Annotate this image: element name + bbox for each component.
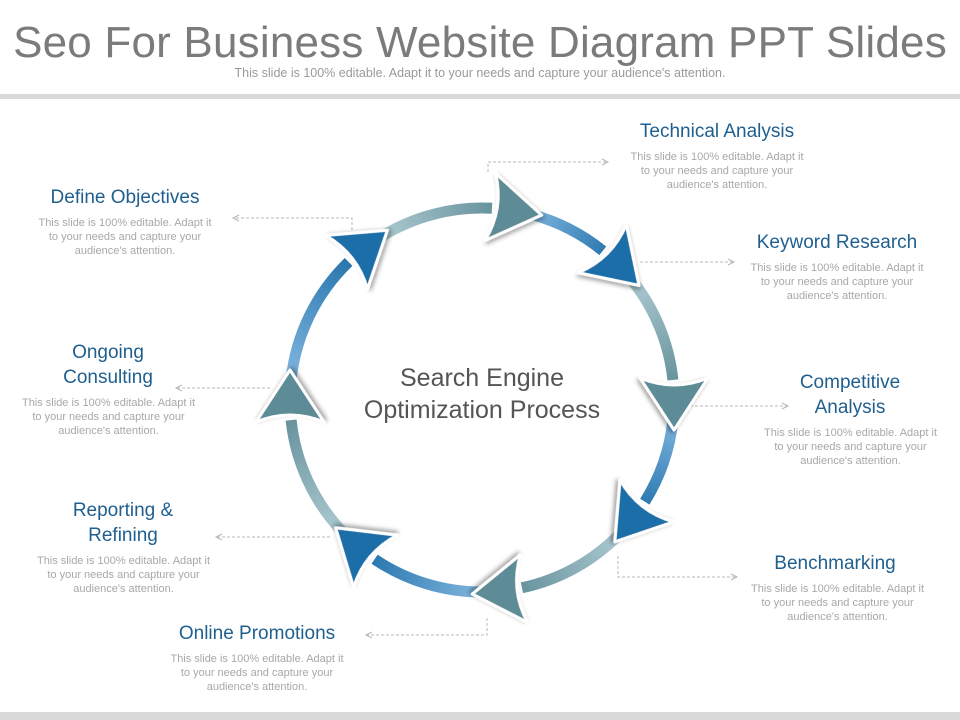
footer-bar xyxy=(0,712,960,720)
connector-arrow-tip xyxy=(214,533,223,541)
step-description: This slide is 100% editable. Adapt it to… xyxy=(36,555,211,595)
step-description: This slide is 100% editable. Adapt it to… xyxy=(750,262,924,302)
ring-segment xyxy=(285,257,353,381)
connector-arrow-tip xyxy=(730,573,739,581)
connector-line xyxy=(617,556,737,578)
ring-segment xyxy=(530,209,607,256)
connector-arrow-tip xyxy=(231,214,240,222)
step-title: Benchmarking xyxy=(774,553,896,574)
center-label: Search Engine Optimization Process xyxy=(340,362,624,426)
step-description: This slide is 100% editable. Adapt it to… xyxy=(750,583,925,623)
step-description: This slide is 100% editable. Adapt it to… xyxy=(21,397,196,437)
center-line-2: Optimization Process xyxy=(363,396,601,424)
step-description: This slide is 100% editable. Adapt it to… xyxy=(763,427,938,467)
ring-segment xyxy=(626,275,679,381)
step-title: Ongoing Consulting xyxy=(63,342,153,388)
ring-segment xyxy=(640,419,679,505)
step-description: This slide is 100% editable. Adapt it to… xyxy=(170,653,344,693)
cycle-arrowhead xyxy=(324,228,389,291)
step-title: Define Objectives xyxy=(50,187,200,208)
connector-arrow-tip xyxy=(174,384,183,392)
step-define-objectives: Define Objectives This slide is 100% edi… xyxy=(30,185,220,258)
step-description: This slide is 100% editable. Adapt it to… xyxy=(38,217,212,257)
cycle-arrowhead xyxy=(613,478,676,544)
step-title: Keyword Research xyxy=(756,232,918,253)
step-reporting-refining: Reporting & Refining This slide is 100% … xyxy=(37,498,210,596)
center-line-1: Search Engine xyxy=(399,364,564,392)
step-ongoing-consulting: Ongoing Consulting This slide is 100% ed… xyxy=(22,340,195,438)
step-title: Technical Analysis xyxy=(639,121,795,142)
step-description: This slide is 100% editable. Adapt it to… xyxy=(630,151,804,191)
step-competitive-analysis: Competitive Analysis This slide is 100% … xyxy=(764,370,937,468)
cycle-arrowhead xyxy=(576,223,641,287)
ring-segment xyxy=(520,529,625,594)
connector-line xyxy=(487,161,608,172)
step-title: Reporting & Refining xyxy=(72,500,174,546)
slide-subtitle: This slide is 100% editable. Adapt it to… xyxy=(234,66,726,80)
slide-title: Seo For Business Website Diagram PPT Sli… xyxy=(13,18,947,67)
header-divider xyxy=(0,94,960,99)
cycle-arrowhead xyxy=(638,376,710,432)
cycle-arrowhead xyxy=(483,171,544,243)
step-benchmarking: Benchmarking This slide is 100% editable… xyxy=(745,551,925,624)
step-technical-analysis: Technical Analysis This slide is 100% ed… xyxy=(612,119,822,192)
connector-line xyxy=(366,618,488,636)
ring-segment xyxy=(377,202,493,242)
ring-segment xyxy=(285,419,348,538)
connector-arrow-tip xyxy=(601,158,610,166)
cycle-arrowhead xyxy=(254,368,326,424)
cycle-arrowhead xyxy=(334,526,399,589)
step-keyword-research: Keyword Research This slide is 100% edit… xyxy=(737,230,937,303)
step-title: Online Promotions xyxy=(178,623,336,644)
connector-arrow-tip xyxy=(364,631,373,639)
connector-arrow-tip xyxy=(781,402,790,410)
ring-segment xyxy=(371,554,483,598)
connector-arrow-tip xyxy=(727,258,736,266)
cycle-arrowhead xyxy=(470,553,530,624)
step-online-promotions: Online Promotions This slide is 100% edi… xyxy=(162,621,352,694)
step-title: Competitive Analysis xyxy=(799,372,901,418)
